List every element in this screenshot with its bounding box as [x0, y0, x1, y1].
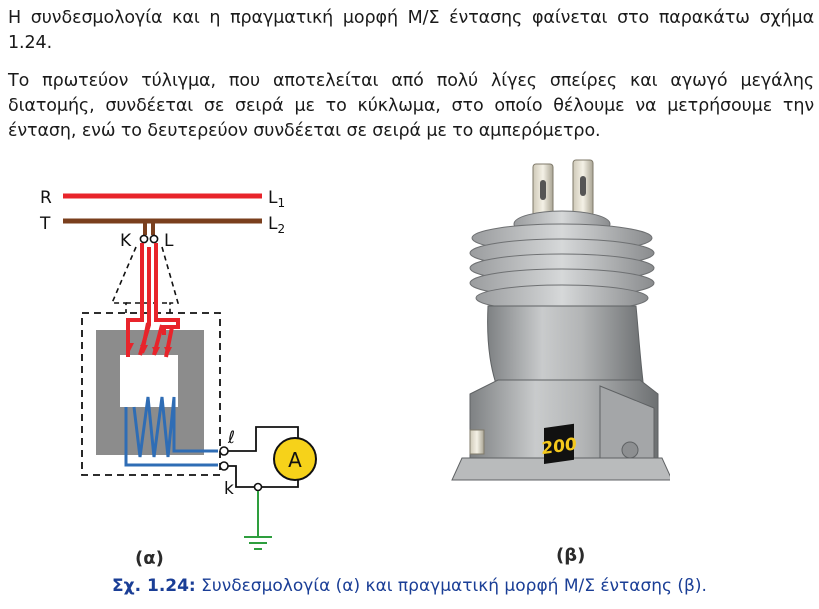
base-plate — [451, 457, 670, 481]
paragraph-description: Το πρωτεύον τύλιγμα, που αποτελείται από… — [8, 71, 814, 141]
terminal-k-small — [219, 461, 229, 471]
label-t: T — [39, 214, 51, 234]
ct-enclosure — [81, 312, 221, 476]
ammeter-icon — [273, 437, 317, 481]
label-k-small: k — [224, 479, 234, 499]
ground-icon — [244, 536, 272, 550]
terminal-k — [139, 234, 149, 244]
label-k: K — [120, 231, 132, 251]
ct-core — [96, 330, 204, 455]
label-ell: ℓ — [227, 428, 235, 448]
label-l1: L1 — [268, 188, 285, 210]
secondary-winding — [124, 396, 218, 467]
wiring-diagram: R T L1 L2 K L ℓ k A — [39, 188, 317, 550]
subcaption-a: (α) — [135, 548, 164, 569]
label-l: L — [164, 231, 174, 251]
caption-label: Σχ. 1.24: — [112, 576, 196, 596]
paragraph-intro: Η συνδεσμολογία και η πραγματική μορφή Μ… — [8, 8, 814, 53]
subcaption-b: (β) — [556, 545, 586, 566]
insulator-sheds — [469, 210, 655, 312]
ammeter-label: A — [288, 448, 302, 472]
label-l2: L2 — [268, 214, 285, 236]
figure-caption: Σχ. 1.24: Συνδεσμολογία (α) και πραγματι… — [0, 576, 819, 596]
label-r: R — [40, 188, 52, 208]
current-transformer-photo: 200 — [451, 159, 670, 481]
caption-text: Συνδεσμολογία (α) και πραγματική μορφή Μ… — [195, 576, 707, 596]
terminal-l — [149, 234, 159, 244]
primary-terminals — [532, 159, 594, 221]
rating-badge: 200 — [541, 423, 577, 464]
terminal-ell — [219, 446, 229, 456]
